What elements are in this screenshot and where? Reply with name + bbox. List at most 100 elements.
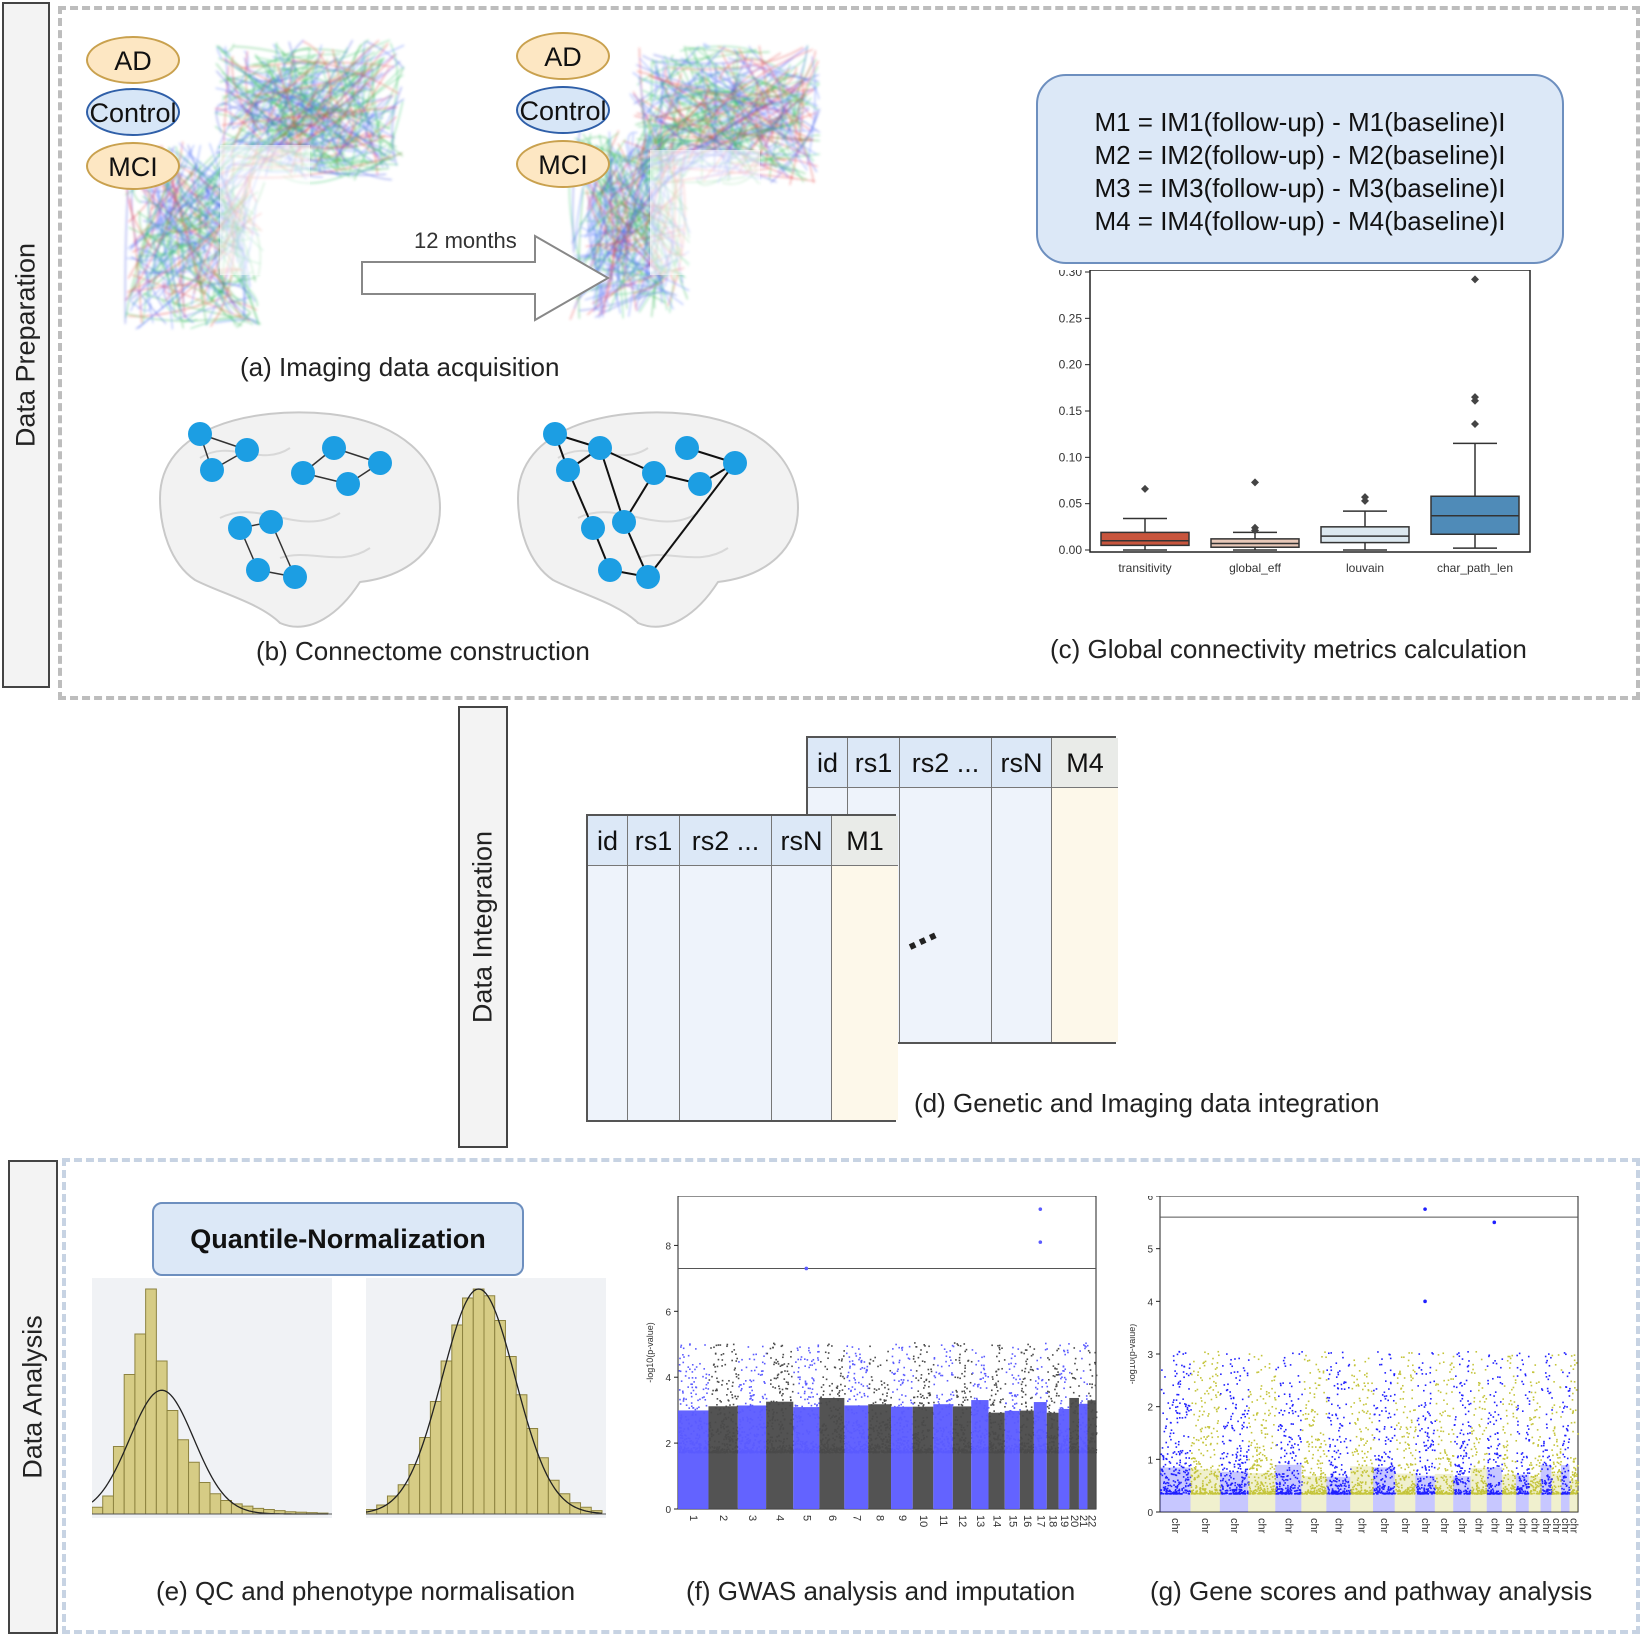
snp-point [762,1370,764,1372]
histogram-before [92,1278,332,1518]
snp-point [1200,1400,1203,1402]
snp-point [899,1450,902,1452]
histogram-bar [440,1360,453,1515]
snp-point [766,1446,769,1448]
snp-point [855,1450,858,1452]
snp-point [1190,1457,1193,1460]
snp-point [1190,1444,1193,1447]
snp-point [1170,1485,1173,1488]
snp-point [934,1376,937,1379]
snp-point [890,1429,892,1432]
snp-point [1015,1402,1018,1405]
snp-point [820,1443,823,1445]
snp-point [889,1419,892,1422]
snp-point [1209,1491,1212,1493]
snp-point [1177,1383,1179,1385]
snp-point [878,1447,881,1450]
snp-point [1242,1491,1245,1493]
snp-point [1248,1440,1250,1443]
snp-point [1049,1414,1051,1416]
snp-point [1092,1449,1095,1452]
snp-point [744,1436,747,1438]
snp-point [1252,1490,1255,1492]
snp-point [735,1397,738,1400]
snp-point [1047,1390,1049,1393]
snp-point [1226,1489,1229,1492]
snp-point [960,1428,962,1431]
snp-point [1191,1490,1193,1493]
snp-point [1227,1421,1229,1424]
snp-point [959,1423,961,1426]
snp-point [983,1404,986,1407]
snp-point [740,1442,742,1445]
snp-point [1170,1429,1173,1431]
snp-point [1207,1425,1209,1428]
snp-point [1036,1431,1038,1434]
snp-point [852,1437,855,1440]
snp-point [793,1451,795,1454]
snp-point [1057,1433,1059,1436]
snp-point [742,1383,745,1385]
snp-point [741,1431,743,1433]
snp-point [1175,1406,1177,1409]
snp-point [1024,1349,1027,1351]
snp-point [1235,1486,1238,1489]
snp-point [1194,1390,1197,1392]
snp-point [933,1451,936,1454]
snp-point [1229,1391,1231,1393]
snp-point [778,1385,780,1388]
data-preparation-label: Data Preparation [2,2,50,688]
snp-point [1056,1374,1059,1376]
snp-point [939,1418,941,1421]
snp-point [887,1350,889,1353]
snp-point [678,1389,681,1391]
snp-point [831,1382,833,1385]
snp-point [772,1400,775,1403]
table-header-rsN: rsN [772,816,832,866]
snp-point [722,1353,725,1355]
snp-point [816,1426,818,1428]
snp-point [963,1390,965,1393]
snp-point [1216,1422,1219,1425]
snp-point [874,1413,877,1415]
snp-point [856,1436,859,1439]
snp-point [1020,1429,1023,1432]
snp-point [1247,1449,1250,1451]
snp-point [845,1448,847,1450]
snp-point [824,1351,827,1354]
snp-point [1220,1484,1223,1486]
snp-point [1260,1385,1263,1387]
snp-point [776,1376,779,1379]
snp-point [1054,1388,1056,1391]
snp-point [896,1447,899,1450]
snp-point [846,1376,849,1379]
snp-point [1235,1488,1238,1490]
snp-point [899,1384,902,1386]
snp-point [1270,1458,1273,1461]
snp-point [1232,1402,1234,1405]
snp-point [1092,1434,1094,1436]
snp-point [873,1430,875,1433]
snp-point [1065,1437,1068,1440]
snp-point [1200,1452,1202,1455]
snp-point [819,1397,822,1399]
snp-point [1011,1399,1014,1401]
snp-point [1256,1450,1258,1453]
snp-point [1047,1448,1050,1450]
snp-point [738,1361,740,1363]
snp-point [893,1451,896,1453]
snp-point [945,1414,948,1417]
snp-point [683,1446,686,1449]
snp-point [782,1399,784,1401]
snp-point [774,1419,776,1422]
snp-point [941,1435,943,1437]
snp-point [699,1417,702,1420]
snp-point [843,1350,845,1352]
snp-point [851,1346,854,1348]
table-column [772,866,832,1120]
snp-point [757,1373,760,1376]
snp-point [926,1451,928,1454]
snp-point [1064,1440,1066,1443]
snp-point [792,1413,794,1416]
snp-point [1230,1483,1233,1486]
